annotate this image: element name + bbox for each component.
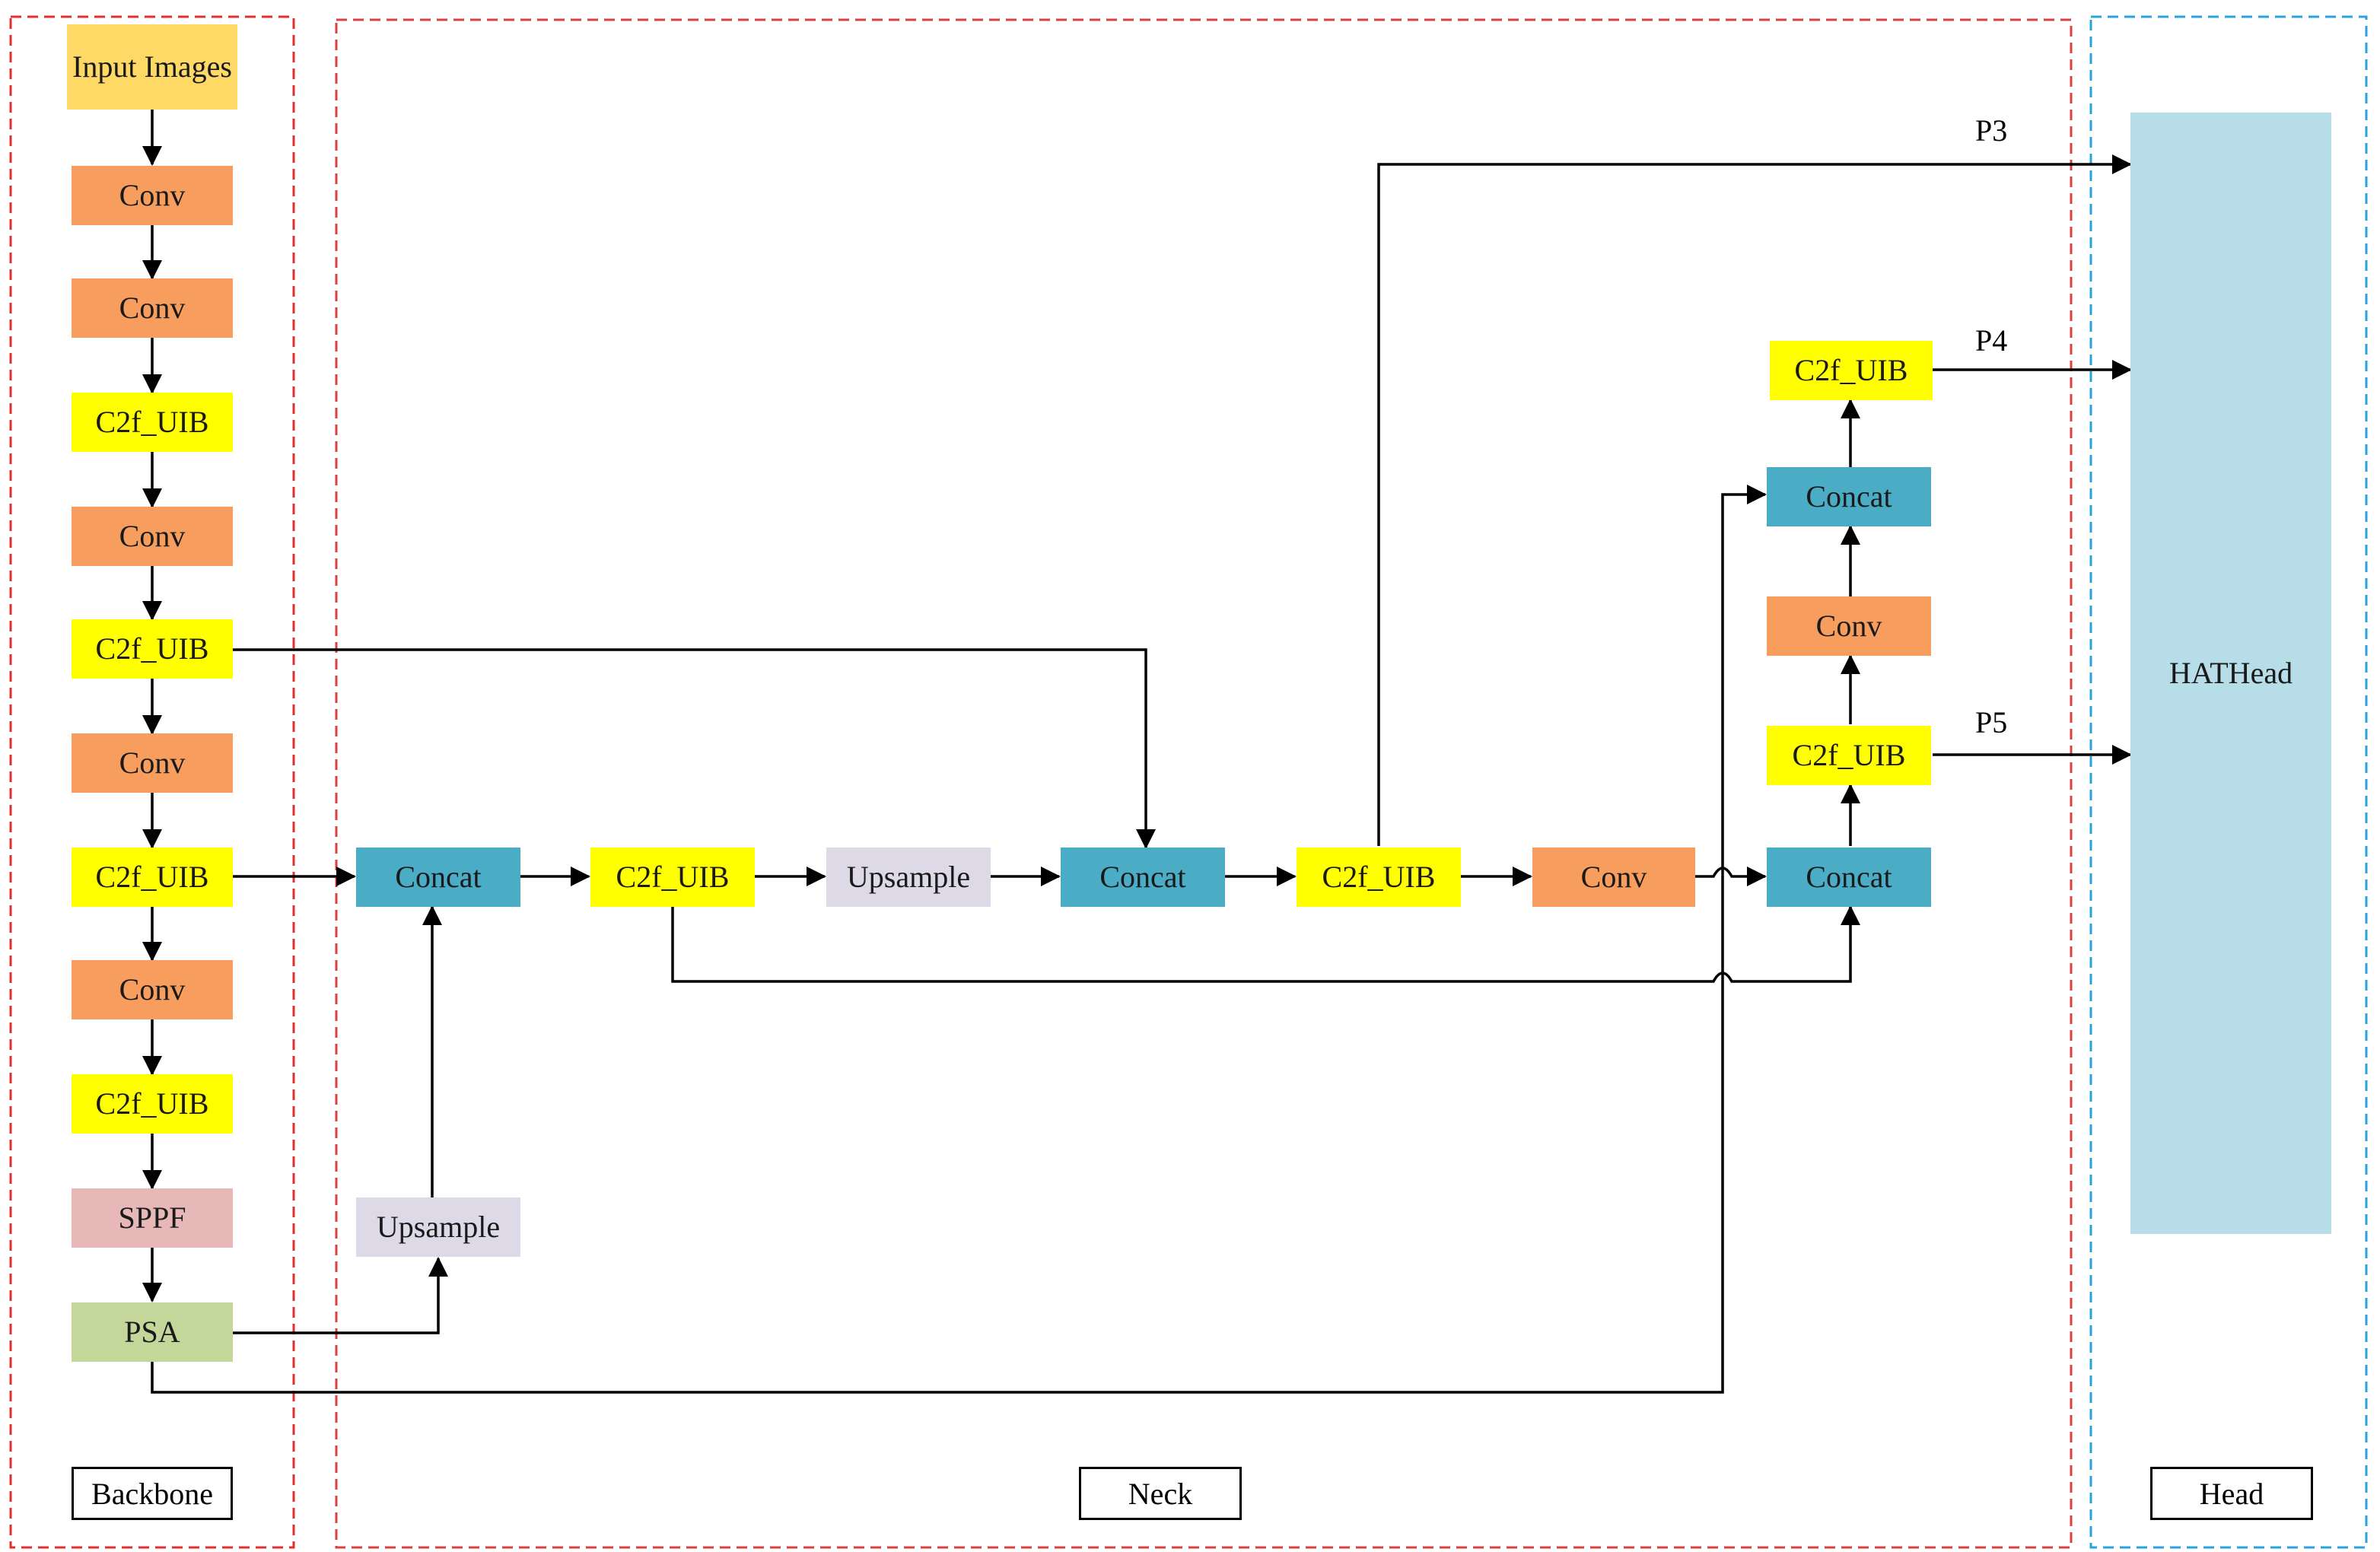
neck-c2f-uib-b: C2f_UIB bbox=[1297, 848, 1461, 907]
edge-c2f2-concat2 bbox=[233, 648, 1156, 849]
head-frame bbox=[2089, 15, 2368, 1549]
edge-psa-concat4 bbox=[151, 485, 1767, 1394]
backbone-c2f-uib-3: C2f_UIB bbox=[72, 848, 233, 907]
backbone-conv-4: Conv bbox=[72, 733, 233, 793]
edge-conva-concat3 bbox=[1695, 867, 1767, 886]
p4-label: P4 bbox=[1975, 323, 2008, 358]
backbone-conv-2: Conv bbox=[72, 278, 233, 338]
neck-frame bbox=[335, 18, 2073, 1549]
neck-concat-4: Concat bbox=[1767, 467, 1931, 526]
head-section-label: Head bbox=[2150, 1467, 2313, 1520]
p5-label: P5 bbox=[1975, 705, 2008, 739]
neck-upsample-2: Upsample bbox=[826, 848, 991, 907]
neck-upsample-1: Upsample bbox=[356, 1197, 520, 1257]
neck-conv-a: Conv bbox=[1532, 848, 1695, 907]
neck-concat-1: Concat bbox=[356, 848, 520, 907]
input-images-block: Input Images bbox=[67, 24, 237, 110]
backbone-conv-3: Conv bbox=[72, 507, 233, 566]
psa-block: PSA bbox=[72, 1302, 233, 1362]
sppf-block: SPPF bbox=[72, 1188, 233, 1248]
backbone-section-label: Backbone bbox=[72, 1467, 233, 1520]
neck-concat-3: Concat bbox=[1767, 848, 1931, 907]
edge-c2fb-p3 bbox=[1377, 154, 2132, 846]
neck-c2f-uib-a: C2f_UIB bbox=[590, 848, 755, 907]
backbone-frame bbox=[9, 15, 295, 1549]
neck-conv-b: Conv bbox=[1767, 596, 1931, 656]
edge-c2fa-concat3 bbox=[671, 905, 1860, 983]
backbone-conv-1: Conv bbox=[72, 166, 233, 225]
neck-concat-2: Concat bbox=[1061, 848, 1225, 907]
backbone-conv-5: Conv bbox=[72, 960, 233, 1019]
neck-c2f-uib-d: C2f_UIB bbox=[1770, 341, 1933, 400]
neck-section-label: Neck bbox=[1079, 1467, 1242, 1520]
p3-label: P3 bbox=[1975, 113, 2008, 148]
backbone-c2f-uib-1: C2f_UIB bbox=[72, 393, 233, 452]
backbone-c2f-uib-4: C2f_UIB bbox=[72, 1074, 233, 1134]
edge-psa-upsample1 bbox=[233, 1257, 448, 1334]
backbone-c2f-uib-2: C2f_UIB bbox=[72, 619, 233, 679]
hathead-block: HATHead bbox=[2130, 113, 2331, 1234]
neck-c2f-uib-c: C2f_UIB bbox=[1767, 726, 1931, 785]
